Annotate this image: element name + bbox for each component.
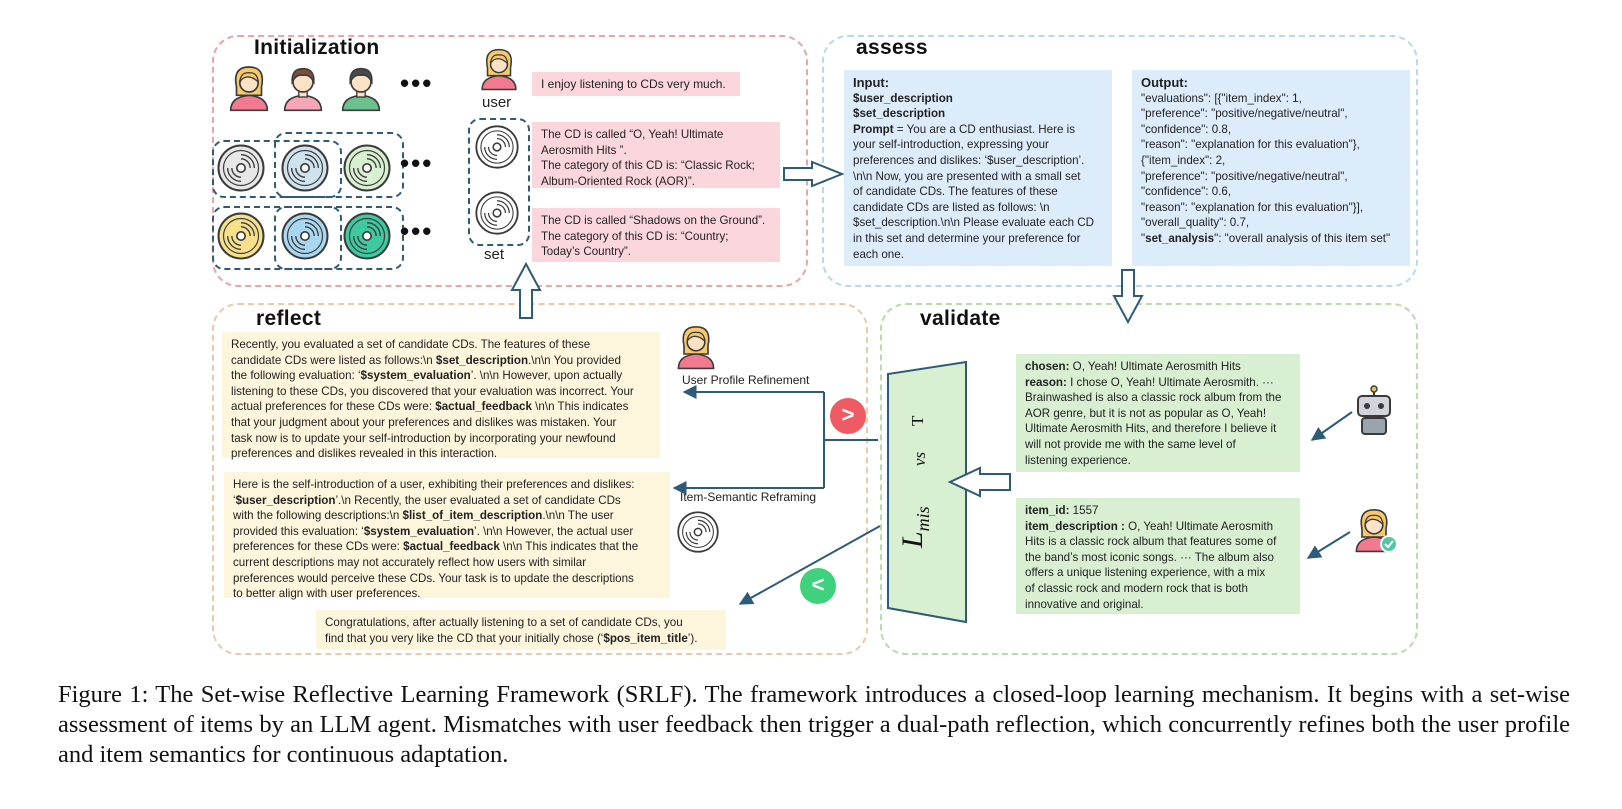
user-label: user [482,94,512,111]
cd-description: The CD is called “O, Yeah! Ultimate Aero… [532,122,780,188]
validate-panel [880,303,1418,655]
assess-panel [822,35,1418,287]
cd-icon [343,144,391,192]
cd-icon [281,212,329,260]
validate-title: validate [920,307,1001,330]
ellipsis: ••• [400,148,434,178]
match-marker [800,568,836,604]
ellipsis: ••• [400,68,434,98]
cd-icon [217,144,265,192]
cd-group-frame [274,132,404,198]
robot-icon [1357,385,1391,435]
item-semantic-prompt: Here is the self-introduction of a user,… [224,472,670,600]
item-description-box: item_id: 1557 item_description : O, Yeah… [1016,498,1300,614]
cd-icon [217,212,265,260]
cd-icon [343,212,391,260]
ellipsis: ••• [400,216,434,246]
item-semantic-reframing-label: Item-Semantic Reframing [680,490,817,504]
assess-output-box: Output: "evaluations": [{"item_index": 1… [1132,70,1410,266]
cd-icon [281,144,329,192]
chosen-item-box: chosen: O, Yeah! Ultimate Aerosmith Hits… [1016,354,1300,472]
less-than-symbol: < [811,572,825,597]
figure-caption: Figure 1: The Set-wise Reflective Learni… [58,681,1570,768]
cd-description: The CD is called “Shadows on the Ground”… [532,208,780,262]
set-label: set [484,246,505,263]
assess-input-box: Input: $user_description $set_descriptio… [844,70,1112,266]
set-frame [468,118,530,246]
positive-feedback-prompt: Congratulations, after actually listenin… [316,610,726,650]
mismatch-marker [830,398,866,434]
greater-than-symbol: > [841,402,855,427]
reflect-panel [212,303,868,655]
user-profile-prompt: Recently, you evaluated a set of candida… [222,332,660,460]
user-profile-refinement-label: User Profile Refinement [682,373,810,387]
loss-trapezoid [887,360,967,624]
user-statement: I enjoy listening to CDs very much. [532,72,740,96]
assess-title: assess [856,36,928,59]
cd-group-frame [212,206,342,270]
verified-user-icon [1355,508,1398,553]
reflect-title: reflect [256,307,322,330]
cd-group-frame [274,206,404,270]
initialization-title: Initialization [254,36,380,59]
